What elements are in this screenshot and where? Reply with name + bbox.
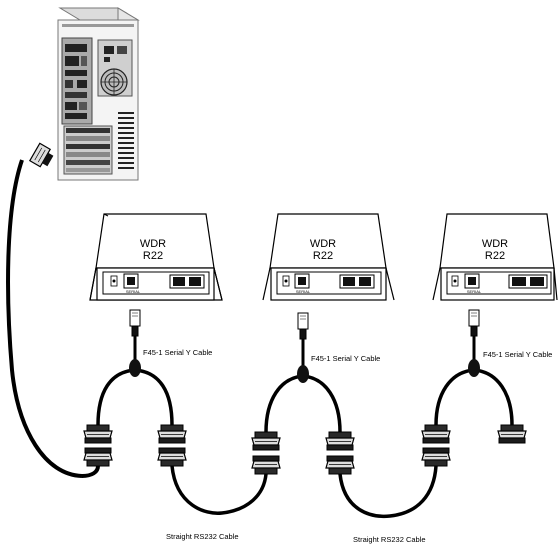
device-2-line2: R22 (313, 250, 333, 262)
device-2-port-label: SERIAL (296, 289, 311, 294)
wdr-device-3: WDR R22 SERIAL (432, 213, 558, 301)
y-cable-2 (251, 312, 355, 451)
pc-serial-cable (6, 142, 83, 478)
y-cable-1-label: F45-1 Serial Y Cable (143, 348, 212, 357)
y-cable-1 (83, 309, 187, 444)
straight-cable-2 (338, 465, 438, 519)
straight-cable-1 (170, 465, 268, 515)
device-3-port-label: SERIAL (467, 289, 482, 294)
device-2-line1: WDR (310, 238, 336, 250)
mating-connectors (83, 447, 451, 475)
wdr-device-1: WDR R22 SERIAL (89, 213, 223, 301)
device-1-port-label: SERIAL (126, 289, 141, 294)
device-1-line1: WDR (140, 238, 166, 250)
straight-cable-2-label: Straight RS232 Cable (353, 535, 426, 544)
device-3-line2: R22 (485, 250, 505, 262)
wdr-device-2: WDR R22 SERIAL (262, 213, 395, 301)
device-1-line2: R22 (143, 250, 163, 262)
straight-cable-1-label: Straight RS232 Cable (166, 532, 239, 541)
device-3-line1: WDR (482, 238, 508, 250)
pc-cable-end (81, 465, 100, 478)
y-cable-2-label: F45-1 Serial Y Cable (311, 354, 380, 363)
y-cable-3 (421, 309, 527, 444)
y-cable-3-label: F45-1 Serial Y Cable (483, 350, 552, 359)
computer-tower (57, 7, 140, 181)
